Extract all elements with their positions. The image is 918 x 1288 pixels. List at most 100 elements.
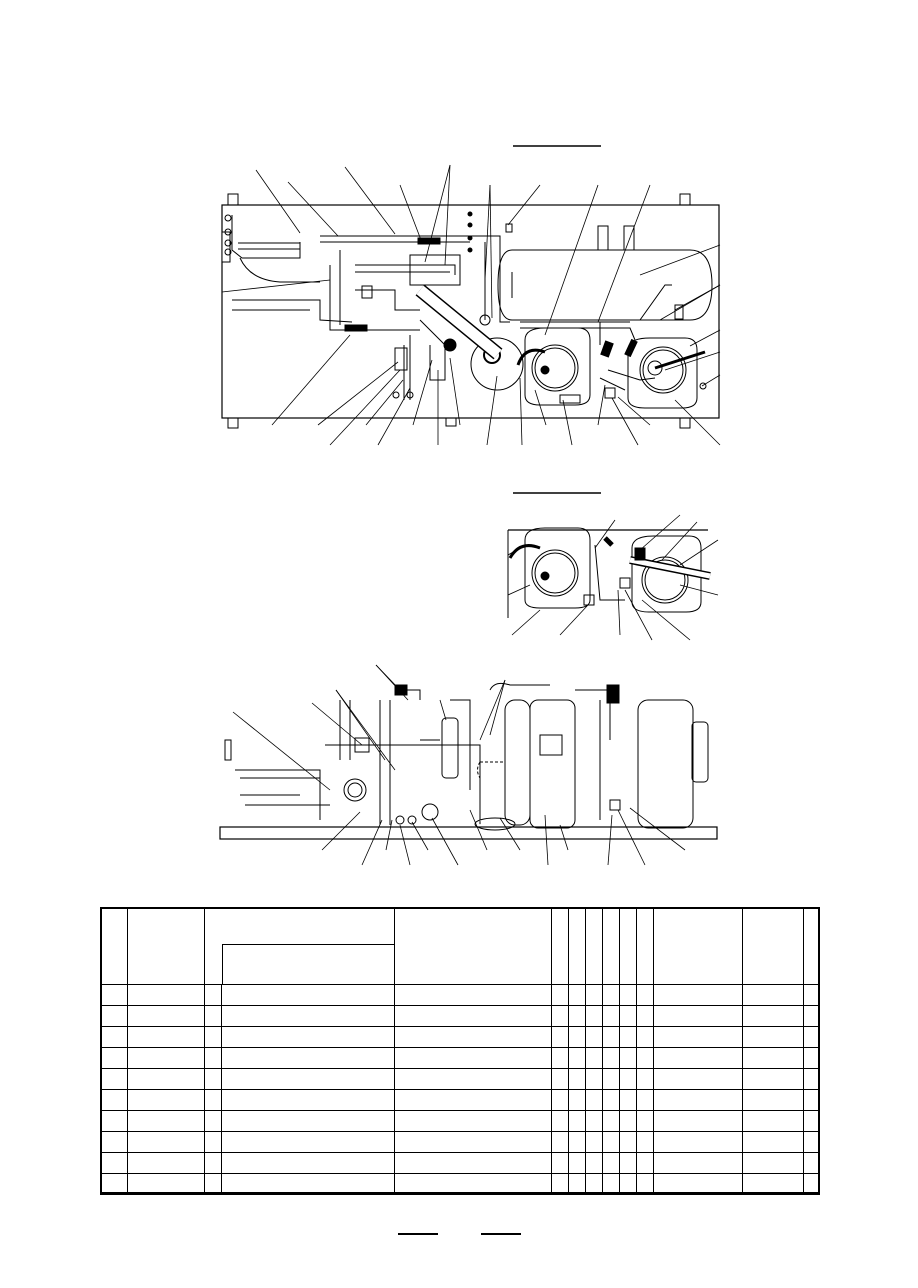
- table-cell: [803, 1026, 820, 1048]
- table-cell: [551, 984, 569, 1006]
- detail-compressor-1: [508, 527, 591, 609]
- detail-compressor-2: [629, 535, 711, 613]
- table-cell: [619, 1068, 637, 1090]
- table-cell: [221, 1005, 395, 1027]
- table-cell: [204, 1173, 222, 1195]
- table-cell: [568, 984, 586, 1006]
- table-cell: [100, 1089, 128, 1111]
- parts-table: [100, 907, 820, 1195]
- front-view-base: [219, 826, 718, 840]
- table-cell: [551, 1047, 569, 1069]
- table-cell: [803, 1005, 820, 1027]
- table-cell: [742, 1131, 804, 1153]
- table-cell: [127, 984, 205, 1006]
- header-cell: [100, 907, 128, 985]
- table-cell: [742, 1068, 804, 1090]
- table-cell: [221, 1173, 395, 1195]
- front-view-piping: [224, 682, 621, 825]
- table-cell: [803, 1047, 820, 1069]
- table-cell: [619, 1173, 637, 1195]
- table-cell: [742, 984, 804, 1006]
- table-cell: [585, 1068, 603, 1090]
- header-cell: [742, 907, 804, 985]
- table-cell: [602, 1173, 620, 1195]
- table-cell: [127, 1173, 205, 1195]
- table-cell: [619, 1047, 637, 1069]
- table-cell: [394, 1047, 552, 1069]
- table-cell: [551, 1110, 569, 1132]
- table-cell: [585, 1026, 603, 1048]
- table-cell: [394, 1110, 552, 1132]
- receiver-tank: [497, 225, 713, 321]
- table-cell: [653, 1173, 743, 1195]
- footer-line-left: [398, 1233, 438, 1235]
- table-cell: [568, 1047, 586, 1069]
- compressor-2: [627, 337, 706, 409]
- table-cell: [803, 1089, 820, 1111]
- top-view-piping: [224, 211, 707, 404]
- table-cell: [585, 1173, 603, 1195]
- front-leader-lines: [232, 664, 686, 866]
- table-cell: [394, 1173, 552, 1195]
- table-row: [100, 1068, 820, 1090]
- base-plate: [221, 204, 720, 419]
- table-cell: [585, 1005, 603, 1027]
- table-cell: [803, 984, 820, 1006]
- table-cell: [204, 1047, 222, 1069]
- header-cell: [803, 907, 820, 985]
- table-row: [100, 1110, 820, 1132]
- table-cell: [585, 1089, 603, 1111]
- table-cell: [742, 1089, 804, 1111]
- table-cell: [127, 1005, 205, 1027]
- table-cell: [100, 1173, 128, 1195]
- table-cell: [619, 984, 637, 1006]
- table-row: [100, 984, 820, 1006]
- table-cell: [742, 1110, 804, 1132]
- table-cell: [803, 1068, 820, 1090]
- table-cell: [551, 1089, 569, 1111]
- table-cell: [602, 1152, 620, 1174]
- table-cell: [221, 1026, 395, 1048]
- table-cell: [653, 1047, 743, 1069]
- table-cell: [636, 1068, 654, 1090]
- table-row: [100, 1152, 820, 1174]
- front-compressor: [637, 699, 709, 829]
- table-row: [100, 1131, 820, 1153]
- table-cell: [551, 1005, 569, 1027]
- top-view-leader-lines: [221, 164, 721, 446]
- table-cell: [636, 1089, 654, 1111]
- table-cell: [636, 1026, 654, 1048]
- accumulator: [415, 284, 524, 391]
- table-cell: [568, 1068, 586, 1090]
- table-cell: [602, 1089, 620, 1111]
- table-cell: [636, 1110, 654, 1132]
- table-cell: [204, 1110, 222, 1132]
- table-cell: [204, 1026, 222, 1048]
- table-cell: [602, 1110, 620, 1132]
- footer-line-right: [481, 1233, 521, 1235]
- table-cell: [221, 984, 395, 1006]
- front-view: [219, 664, 718, 866]
- table-cell: [653, 984, 743, 1006]
- table-cell: [204, 1005, 222, 1027]
- table-cell: [221, 1152, 395, 1174]
- detail-view: [507, 492, 719, 641]
- table-cell: [803, 1131, 820, 1153]
- table-cell: [636, 984, 654, 1006]
- table-cell: [602, 1047, 620, 1069]
- table-cell: [221, 1131, 395, 1153]
- header-cell: [653, 907, 743, 985]
- table-cell: [127, 1110, 205, 1132]
- table-cell: [602, 984, 620, 1006]
- header-cell: [636, 907, 654, 985]
- table-cell: [568, 1131, 586, 1153]
- table-cell: [653, 1152, 743, 1174]
- table-cell: [742, 1173, 804, 1195]
- header-cell: [127, 907, 205, 985]
- table-cell: [394, 1131, 552, 1153]
- table-cell: [653, 1089, 743, 1111]
- table-cell: [100, 984, 128, 1006]
- table-cell: [619, 1110, 637, 1132]
- table-cell: [585, 1047, 603, 1069]
- table-cell: [394, 1026, 552, 1048]
